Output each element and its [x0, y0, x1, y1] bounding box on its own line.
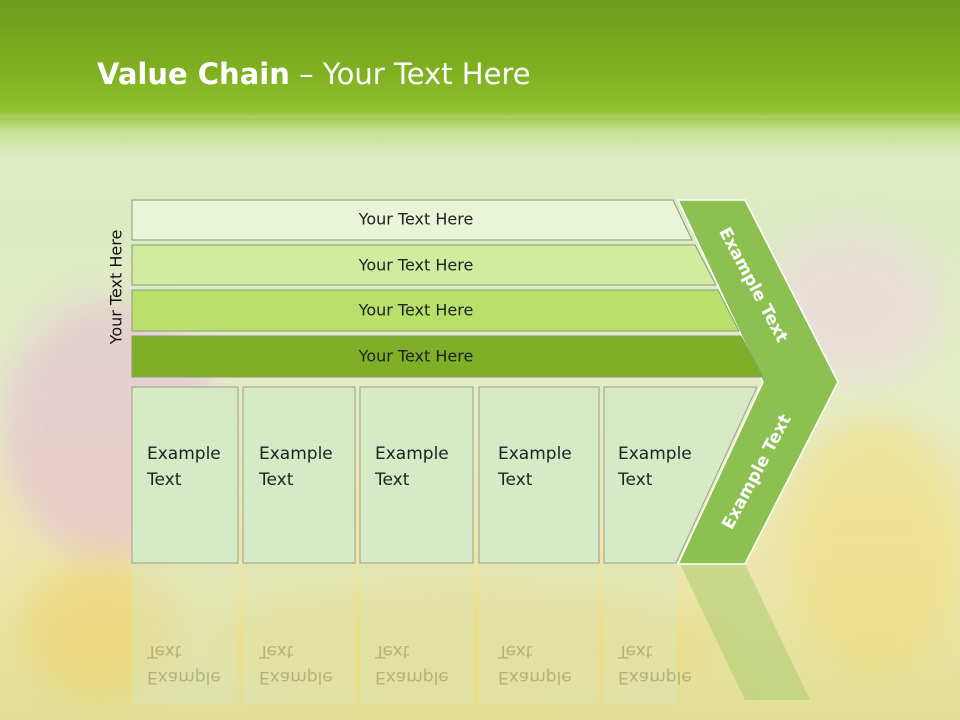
reflection-label: Example — [375, 667, 449, 687]
box-label: Text — [374, 470, 410, 490]
box-reflection — [604, 564, 676, 704]
box-label: Example — [259, 444, 333, 464]
box-reflection — [132, 564, 238, 704]
background-flower-blur — [200, 580, 720, 710]
reflection-label: Example — [618, 667, 692, 687]
box-label: Example — [375, 444, 449, 464]
bar-label: Your Text Here — [358, 347, 474, 366]
box-label: Text — [146, 470, 182, 490]
box-label: Example — [147, 444, 221, 464]
background-flower-blur — [20, 560, 180, 700]
bar-2 — [131, 244, 717, 286]
bar-4 — [131, 335, 764, 378]
bar-3 — [131, 289, 740, 332]
slide-title-rest: – Your Text Here — [289, 57, 531, 91]
slide-title-bold: Value Chain — [97, 57, 290, 91]
box-reflection — [243, 564, 355, 704]
reflection — [132, 564, 810, 704]
box-label: Text — [617, 470, 653, 490]
box-label: Example — [618, 444, 692, 464]
reflection-label: Text — [258, 641, 294, 661]
box-label: Example — [498, 444, 572, 464]
arrow-reflection — [680, 564, 810, 700]
title-band — [0, 0, 960, 130]
bar-label: Your Text Here — [358, 210, 474, 229]
reflection-label: Text — [146, 641, 182, 661]
bar-label: Your Text Here — [358, 256, 474, 275]
reflection-label: Text — [374, 641, 410, 661]
slide-title: Value Chain – Your Text Here — [97, 55, 531, 93]
reflection-label: Example — [259, 667, 333, 687]
bar-1 — [131, 199, 693, 241]
reflection-label: Example — [147, 667, 221, 687]
reflection-label: Example — [498, 667, 572, 687]
reflection-text: Text Example Text Example Text Example T… — [146, 641, 692, 687]
box-reflection — [360, 564, 473, 704]
box-label: Text — [497, 470, 533, 490]
title-fade — [0, 118, 960, 158]
reflection-label: Text — [617, 641, 653, 661]
chevron-arrow — [676, 199, 839, 565]
box-2 — [242, 386, 356, 564]
bar-label: Your Text Here — [358, 301, 474, 320]
box-reflection — [479, 564, 599, 704]
background-flower-blur — [790, 420, 960, 680]
box-4 — [478, 386, 600, 564]
box-3 — [359, 386, 474, 564]
box-5 — [603, 386, 758, 564]
box-1 — [131, 386, 239, 564]
reflection-label: Text — [497, 641, 533, 661]
box-label: Text — [258, 470, 294, 490]
